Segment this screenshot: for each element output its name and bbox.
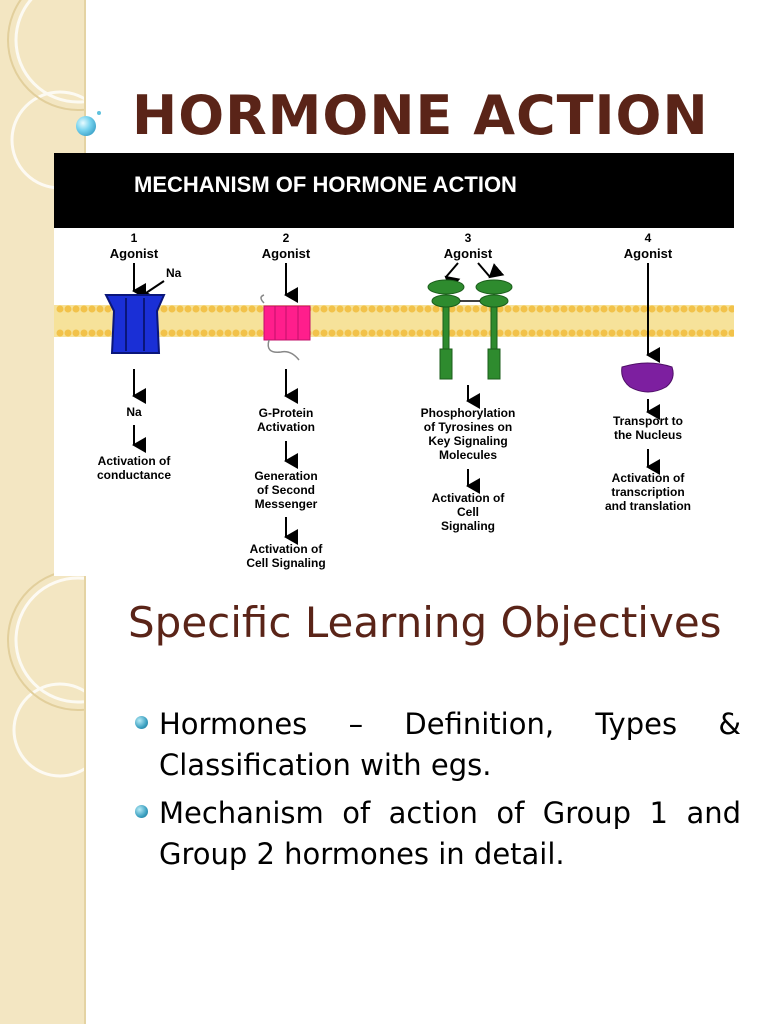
col2-step-3-line2: Cell Signaling (246, 556, 325, 570)
col3-step-1-line3: Key Signaling (428, 434, 507, 448)
bullet-icon (135, 716, 148, 729)
col2-agonist: Agonist (262, 246, 311, 261)
mechanism-diagram: MECHANISM OF HORMONE ACTION (54, 153, 734, 576)
col1-agonist: Agonist (110, 246, 159, 261)
cell-membrane (54, 305, 734, 337)
col4-step-1-line2: the Nucleus (614, 428, 682, 442)
objective-text: Mechanism of action of Group 1 and Group… (159, 796, 741, 871)
col4-agonist: Agonist (624, 246, 673, 261)
col2-number: 2 (283, 231, 290, 245)
col1-step-2-line2: conductance (97, 468, 171, 482)
diagram-banner (54, 153, 734, 228)
receptor-tyrosine-kinase (427, 279, 513, 380)
banner-text: MECHANISM OF HORMONE ACTION (134, 172, 517, 197)
col3-step-1-line1: Phosphorylation (421, 406, 516, 420)
col1-number: 1 (131, 231, 138, 245)
col1-step-1: Na (126, 405, 142, 419)
col2-step-2-line3: Messenger (255, 497, 318, 511)
col3-step-1-line2: of Tyrosines on (424, 420, 512, 434)
col2-step-3-line1: Activation of (250, 542, 324, 556)
objective-text: Hormones – Definition, Types & Classific… (159, 707, 741, 782)
col2-step-1-line2: Activation (257, 420, 315, 434)
section-subtitle: Specific Learning Objectives (128, 598, 722, 647)
col3-number: 3 (465, 231, 472, 245)
col4-step-1-line1: Transport to (613, 414, 683, 428)
g-protein-coupled-receptor (260, 294, 311, 361)
decorative-orb (76, 116, 96, 136)
col4-step-2-line3: and translation (605, 499, 691, 513)
col3-step-2-line2: Cell (457, 505, 479, 519)
col1-step-2-line1: Activation of (98, 454, 172, 468)
objective-item: Mechanism of action of Group 1 and Group… (135, 793, 741, 875)
ion-channel-protein (104, 294, 166, 354)
slide-title: HORMONE ACTION (132, 84, 709, 147)
col1-ion-label: Na (166, 266, 182, 280)
decorative-dot (97, 111, 101, 115)
col4-step-2-line2: transcription (611, 485, 684, 499)
col3-step-1-line4: Molecules (439, 448, 497, 462)
intracellular-receptor (621, 362, 674, 393)
col4-number: 4 (645, 231, 652, 245)
col3-step-2-line1: Activation of (432, 491, 506, 505)
col4-step-2-line1: Activation of (612, 471, 686, 485)
col2-step-1-line1: G-Protein (259, 406, 314, 420)
col2-step-2-line1: Generation (254, 469, 317, 483)
bullet-icon (135, 805, 148, 818)
col2-step-2-line2: of Second (257, 483, 315, 497)
col3-agonist: Agonist (444, 246, 493, 261)
col3-step-2-line3: Signaling (441, 519, 495, 533)
objective-item: Hormones – Definition, Types & Classific… (135, 704, 741, 786)
objectives-list: Hormones – Definition, Types & Classific… (135, 704, 741, 882)
